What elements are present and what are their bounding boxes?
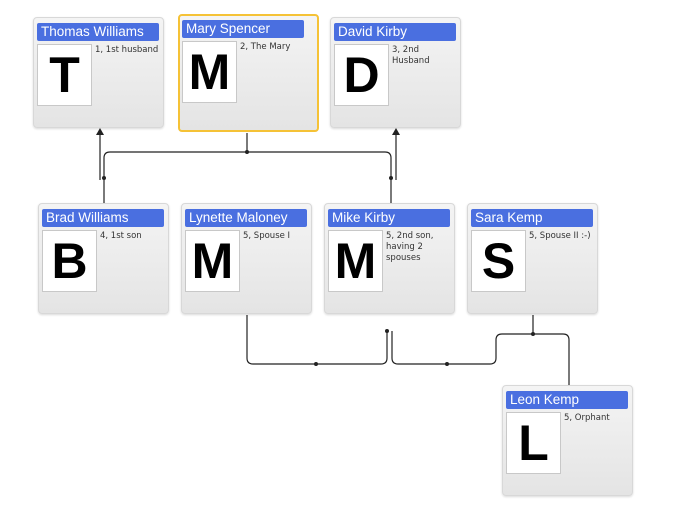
person-name: Sara Kemp [471, 209, 593, 227]
connector-to-mike [384, 151, 392, 210]
junction-dot [102, 176, 106, 180]
junction-dot [389, 176, 393, 180]
connector-to-leon [533, 333, 570, 390]
person-card-mary[interactable]: Mary Spencer M 2, The Mary [178, 14, 319, 132]
person-description: 5, 2nd son, having 2 spouses [386, 231, 434, 263]
person-photo-initial: L [506, 412, 561, 474]
person-name: Brad Williams [42, 209, 164, 227]
person-card-david[interactable]: David Kirby D 3, 2nd Husband [330, 17, 461, 128]
person-name: Mike Kirby [328, 209, 450, 227]
person-photo-initial: B [42, 230, 97, 292]
person-description: 1, 1st husband [95, 45, 159, 55]
arrowhead-david [392, 128, 400, 135]
person-photo-initial: M [328, 230, 383, 292]
person-description: 4, 1st son [100, 231, 142, 241]
person-photo-initial: M [182, 41, 237, 103]
person-photo-initial: M [185, 230, 240, 292]
person-card-mike[interactable]: Mike Kirby M 5, 2nd son, having 2 spouse… [324, 203, 455, 314]
person-card-sara[interactable]: Sara Kemp S 5, Spouse II :-) [467, 203, 598, 314]
junction-dot [314, 362, 318, 366]
person-name: David Kirby [334, 23, 456, 41]
person-name: Lynette Maloney [185, 209, 307, 227]
junction-dot [245, 150, 249, 154]
connector-mike-sara [391, 315, 534, 365]
person-description: 5, Spouse I [243, 231, 291, 241]
person-description: 5, Spouse II :-) [529, 231, 591, 241]
connector-to-brad [103, 151, 111, 210]
person-name: Thomas Williams [37, 23, 159, 41]
person-description: 5, Orphant [564, 413, 610, 423]
person-name: Leon Kemp [506, 391, 628, 409]
person-card-lynette[interactable]: Lynette Maloney M 5, Spouse I [181, 203, 312, 314]
junction-dot [445, 362, 449, 366]
junction-dot [531, 332, 535, 336]
person-name: Mary Spencer [182, 20, 304, 38]
connector-lynette-mike [246, 315, 388, 365]
person-photo-initial: T [37, 44, 92, 106]
person-description: 3, 2nd Husband [392, 45, 430, 66]
arrowhead-thomas [96, 128, 104, 135]
junction-dot [385, 329, 389, 333]
person-photo-initial: D [334, 44, 389, 106]
person-card-brad[interactable]: Brad Williams B 4, 1st son [38, 203, 169, 314]
person-card-thomas[interactable]: Thomas Williams T 1, 1st husband [33, 17, 164, 128]
person-description: 2, The Mary [240, 42, 291, 52]
person-photo-initial: S [471, 230, 526, 292]
person-card-leon[interactable]: Leon Kemp L 5, Orphant [502, 385, 633, 496]
